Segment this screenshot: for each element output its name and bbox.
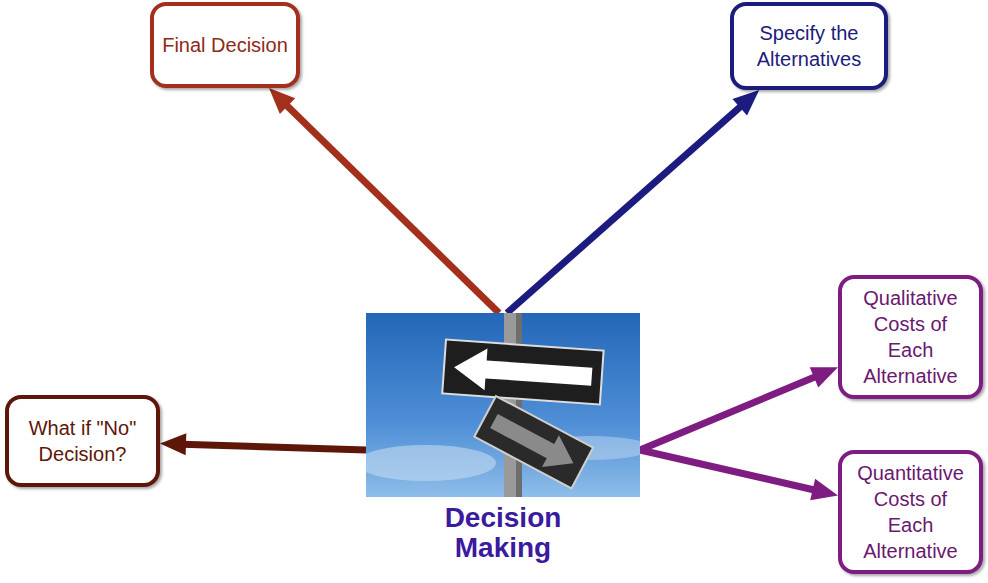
central-image-node: Decision Making: [366, 313, 640, 563]
step-box: What if "No" Decision?: [5, 395, 160, 487]
arrow-connector: [160, 433, 366, 455]
box-label: Qualitative Costs of Each Alternative: [850, 285, 971, 389]
box-label: Specify the Alternatives: [742, 20, 876, 72]
arrow-connector: [507, 90, 759, 313]
central-heading: Decision Making: [418, 503, 588, 563]
arrow-connector: [269, 88, 499, 313]
arrow-connector: [640, 450, 838, 500]
step-box: Quantitative Costs of Each Alternative: [838, 450, 983, 574]
box-label: Quantitative Costs of Each Alternative: [850, 460, 971, 564]
box-label: Final Decision: [162, 32, 288, 58]
step-box: Specify the Alternatives: [730, 2, 888, 90]
arrow-connector: [640, 367, 838, 450]
step-box: Qualitative Costs of Each Alternative: [838, 275, 983, 399]
box-label: What if "No" Decision?: [17, 415, 148, 467]
signpost-photo: [366, 313, 640, 497]
step-box: Final Decision: [150, 2, 300, 88]
